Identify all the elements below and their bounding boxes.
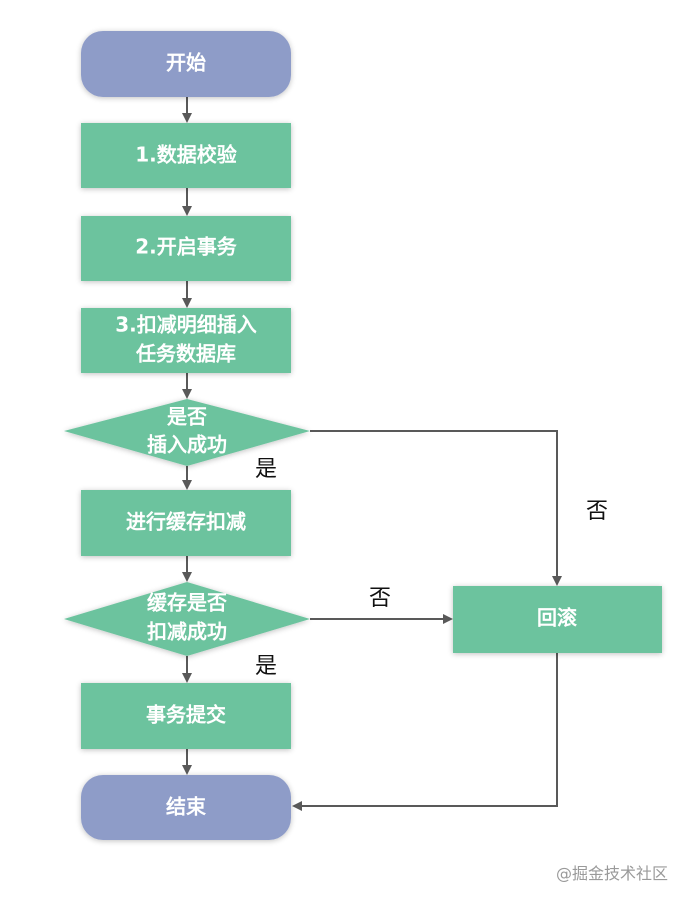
decision2-no-label: 否 [369,586,391,611]
watermark-text: @掘金技术社区 [555,864,668,883]
edge-labels: 是 否 是 否 [255,457,608,679]
decision2-label-line1: 缓存是否 [147,591,227,615]
step3-node: 3.扣减明细插入 任务数据库 [81,308,291,373]
commit-node: 事务提交 [81,683,291,749]
start-label: 开始 [166,51,206,75]
decision2-yes-label: 是 [255,654,277,679]
decision1-node: 是否 插入成功 [64,399,310,466]
cache-deduct-node: 进行缓存扣减 [81,490,291,556]
step2-node: 2.开启事务 [81,216,291,281]
edge-decision1-rollback [310,430,562,586]
decision1-label-line1: 是否 [166,405,207,429]
step3-label-line2: 任务数据库 [135,342,236,366]
decision1-no-label: 否 [586,499,608,524]
edge-rollback-end [292,653,558,811]
step1-label: 1.数据校验 [135,143,237,167]
cache-deduct-label: 进行缓存扣减 [126,510,246,534]
rollback-node: 回滚 [453,586,662,653]
step3-label-line1: 3.扣减明细插入 [115,313,257,337]
rollback-label: 回滚 [537,606,578,630]
end-label: 结束 [166,795,207,819]
start-node: 开始 [81,31,291,97]
decision1-label-line2: 插入成功 [147,433,227,457]
commit-label: 事务提交 [146,703,226,727]
decision2-label-line2: 扣减成功 [147,620,227,644]
decision1-yes-label: 是 [255,457,277,482]
step1-node: 1.数据校验 [81,123,291,188]
step2-label: 2.开启事务 [135,235,238,259]
end-node: 结束 [81,775,291,840]
edges [182,97,562,811]
decision2-node: 缓存是否 扣减成功 [64,582,310,656]
nodes: 开始 1.数据校验 2.开启事务 3.扣减明细插入 任务数据库 是否 插入成功 … [64,31,662,840]
